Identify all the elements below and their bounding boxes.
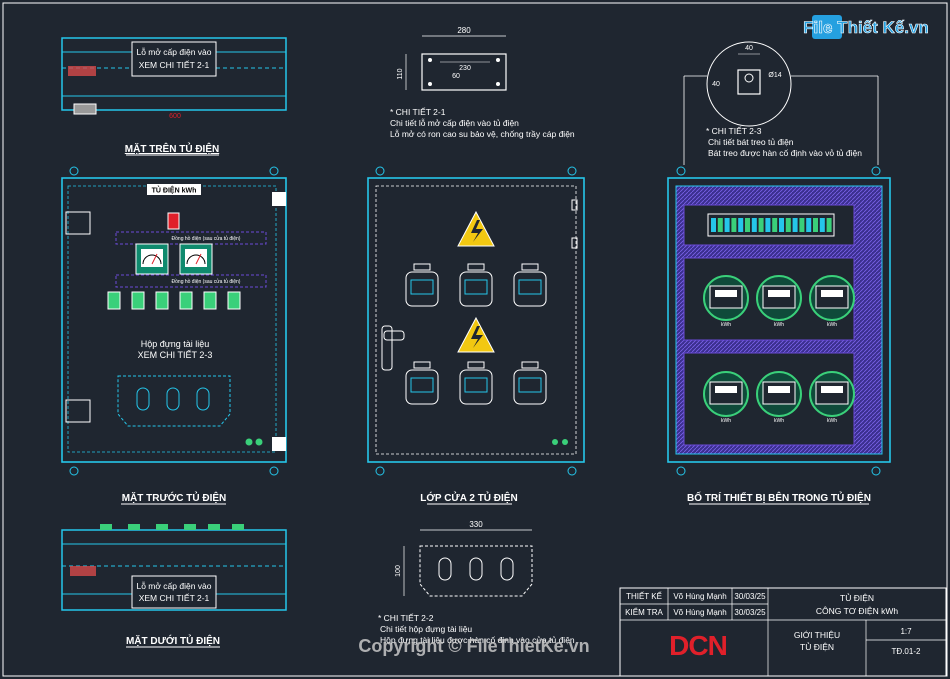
terminal-block [772,218,778,232]
d21-dim-inner-h: 60 [452,73,460,80]
terminal-block [765,218,771,232]
terminal-block [799,218,805,232]
top-view-title: MẶT TRÊN TỦ ĐIỆN [125,142,219,155]
bottom-note-line1: Lỗ mở cấp điện vào [136,581,211,591]
inside-kwh-meter: kWh [809,275,855,328]
brand-logo: File Thiết Kế.vn [803,15,929,39]
inside-meters: kWh kWh kWh kWh kWh kWh [703,275,855,424]
door-view-title: LỚP CỬA 2 TỦ ĐIỆN [420,491,517,504]
bottom-view-title: MẶT DƯỚI TỦ ĐIỆN [126,634,220,647]
tb-row1-date: 30/03/25 [734,592,766,601]
top-note-line2: XEM CHI TIẾT 2-1 [139,60,210,70]
terminal-block [779,218,784,232]
terminal-block [826,218,832,232]
terminal-block [758,218,764,232]
front-meter-caption-2: Đồng hồ điện (sau cửa tủ điện) [172,278,241,285]
front-meter-caption-1: Đồng hồ điện (sau cửa tủ điện) [172,235,241,242]
inside-view-title: BỐ TRÍ THIẾT BỊ BÊN TRONG TỦ ĐIỆN [687,490,871,504]
top-dim: 600 [169,113,181,120]
d22-dim-w: 330 [469,520,483,529]
tb-row2-date: 30/03/25 [734,608,766,617]
terminal-strip [707,213,835,237]
d23-dim-h: 40 [712,81,720,88]
d23-line2: Bát treo được hàn cố định vào vỏ tủ điện [708,148,862,158]
d21-dim-inner-w: 230 [459,65,471,72]
tb-row2-label: KIỂM TRA [625,608,663,617]
terminal-block [806,218,812,232]
tb-row1-label: THIẾT KẾ [626,591,662,601]
tb-code: TĐ.01-2 [892,647,921,656]
terminal-block [738,218,744,232]
inside-kwh-meter: kWh [703,275,749,328]
door-meter-windows [405,263,547,405]
d21-dim-outer-w: 280 [457,26,471,35]
d22-line1: Chi tiết hộp đựng tài liệu [380,624,472,634]
d21-title: * CHI TIẾT 2-1 [390,107,446,117]
inside-meter-label: kWh [721,418,731,424]
detail-2-1: 280 230 60 110 * CHI TIẾT 2-1 Chi tiết l… [390,26,575,139]
tb-row1-name: Võ Hùng Mạnh [673,592,726,601]
detail-2-3: 40 40 Ø14 * CHI TIẾT 2-3 Chi tiết bát tr… [683,41,879,165]
inside-kwh-meter: kWh [703,371,749,424]
front-label-plate: TỦ ĐIỆN kWh [152,186,197,195]
inside-kwh-meter: kWh [756,371,802,424]
terminal-block [731,218,737,232]
door-view: LỚP CỬA 2 TỦ ĐIỆN [367,166,585,505]
front-view: TỦ ĐIỆN kWh Đồng hồ điện (sau cửa tủ điệ… [61,166,287,505]
terminal-block [785,218,791,232]
terminal-block [792,218,798,232]
tb-project-line2: CÔNG TƠ ĐIỆN kWh [816,606,898,616]
inside-kwh-meter: kWh [809,371,855,424]
front-box-line1: Hộp đựng tài liệu [141,339,210,349]
d23-dim-w: 40 [745,45,753,52]
inside-meter-label: kWh [721,322,731,328]
front-view-title: MẶT TRƯỚC TỦ ĐIỆN [122,491,227,504]
tb-company-logo: DCN [669,630,727,661]
detail-2-2: 330 100 * CHI TIẾT 2-2 Chi tiết hộp đựng… [378,520,575,645]
bottom-view: Lỗ mở cấp điện vào XEM CHI TIẾT 2-1 MẶT … [61,524,287,648]
terminal-block [819,218,825,232]
terminal-block [813,218,818,232]
tb-sheet-line2: TỦ ĐIỆN [800,641,834,652]
inside-meter-label: kWh [827,322,837,328]
d23-line1: Chi tiết bát treo tủ điện [708,137,794,147]
inside-meter-label: kWh [827,418,837,424]
inside-kwh-meter: kWh [756,275,802,328]
terminal-block [745,218,750,232]
d21-dim-outer-h: 110 [397,68,404,79]
d22-line2: Hộp đựng tài liệu được hàn cố định vào c… [380,635,575,645]
tb-project-line1: TỦ ĐIỆN [840,592,874,603]
copyright-watermark: Copyright © FileThietKe.vn [358,636,589,656]
inside-meter-label: kWh [774,322,784,328]
terminal-block [724,218,730,232]
front-indicator-lamps [107,291,241,310]
terminal-block [711,218,716,232]
d22-dim-h: 100 [395,565,402,577]
d23-title: * CHI TIẾT 2-3 [706,126,762,136]
d21-line2: Lỗ mở có ron cao su bảo vệ, chống trầy c… [390,129,575,139]
bottom-note-line2: XEM CHI TIẾT 2-1 [139,593,210,603]
top-view: Lỗ mở cấp điện vào XEM CHI TIẾT 2-1 600 … [61,37,287,156]
d21-line1: Chi tiết lỗ mở cấp điện vào tủ điện [390,118,519,128]
tb-scale: 1:7 [900,627,912,636]
top-note-line1: Lỗ mở cấp điện vào [136,47,211,57]
terminal-block [717,218,723,232]
tb-sheet-line1: GIỚI THIỆU [794,630,840,640]
brand-logo-text: File Thiết Kế.vn [803,18,929,37]
terminal-block [751,218,757,232]
inside-view: kWh kWh kWh kWh kWh kWh BỐ TRÍ THIẾT BỊ BÊN T… [667,166,891,505]
front-box-line2: XEM CHI TIẾT 2-3 [138,350,213,360]
inside-meter-label: kWh [774,418,784,424]
d23-dim-hole: Ø14 [768,72,781,79]
d22-title: * CHI TIẾT 2-2 [378,613,434,623]
title-block: THIẾT KẾ Võ Hùng Mạnh 30/03/25 KIỂM TRA … [619,587,947,677]
tb-row2-name: Võ Hùng Mạnh [673,608,726,617]
